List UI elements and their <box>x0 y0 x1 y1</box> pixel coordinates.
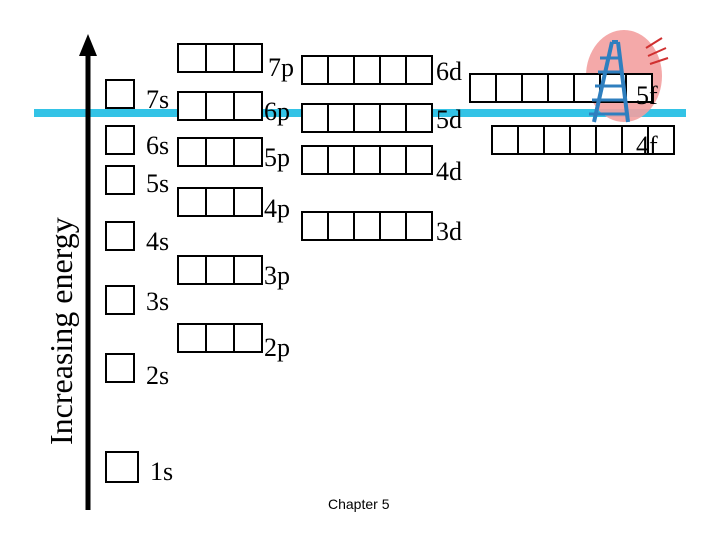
orbital-box <box>178 138 206 166</box>
orbital-box <box>574 74 600 102</box>
orbital-label: 7s <box>146 85 169 114</box>
orbital-7p: 7p <box>178 44 294 82</box>
orbital-box <box>522 74 548 102</box>
orbital-box <box>518 126 544 154</box>
orbital-box <box>548 74 574 102</box>
orbital-box <box>178 324 206 352</box>
orbital-box <box>544 126 570 154</box>
footer-text: Chapter 5 <box>328 496 390 512</box>
orbital-label: 7p <box>268 53 294 82</box>
orbital-4p: 4p <box>178 188 290 223</box>
orbital-box <box>380 146 406 174</box>
orbital-label: 3d <box>436 217 462 246</box>
orbital-box <box>178 92 206 120</box>
orbital-box <box>234 92 262 120</box>
orbital-label: 1s <box>150 457 173 486</box>
orbital-box <box>492 126 518 154</box>
orbital-5s: 5s <box>106 166 169 198</box>
orbital-5p: 5p <box>178 138 290 172</box>
orbital-label: 6p <box>264 97 290 126</box>
orbital-box <box>206 188 234 216</box>
orbital-box <box>234 188 262 216</box>
orbital-label: 3p <box>264 261 290 290</box>
orbital-box <box>302 146 328 174</box>
orbital-box <box>570 126 596 154</box>
orbital-1s: 1s <box>106 452 173 486</box>
orbital-box <box>406 104 432 132</box>
orbital-box <box>234 324 262 352</box>
orbital-box <box>302 56 328 84</box>
orbital-box <box>206 92 234 120</box>
orbital-box <box>496 74 522 102</box>
orbital-box <box>206 324 234 352</box>
orbital-box <box>106 354 134 382</box>
orbital-box <box>380 56 406 84</box>
orbital-2p: 2p <box>178 324 290 362</box>
orbital-box <box>234 138 262 166</box>
energy-axis-arrow <box>79 34 97 510</box>
orbital-label: 4f <box>636 131 658 160</box>
orbital-label: 5f <box>636 81 658 110</box>
orbital-box <box>106 80 134 108</box>
orbital-3d: 3d <box>302 212 462 246</box>
orbital-box <box>354 104 380 132</box>
orbital-box <box>106 452 138 482</box>
orbital-box <box>596 126 622 154</box>
orbital-label: 5s <box>146 169 169 198</box>
orbital-box <box>206 256 234 284</box>
orbital-box <box>178 44 206 72</box>
orbital-box <box>406 146 432 174</box>
orbital-box <box>206 138 234 166</box>
orbital-box <box>328 104 354 132</box>
orbital-box <box>106 286 134 314</box>
orbital-box <box>234 256 262 284</box>
orbital-box <box>106 126 134 154</box>
orbital-box <box>302 104 328 132</box>
orbital-label: 6s <box>146 131 169 160</box>
orbital-box <box>206 44 234 72</box>
orbital-box <box>234 44 262 72</box>
orbital-box <box>380 212 406 240</box>
orbital-4f: 4f <box>492 126 674 160</box>
orbital-box <box>380 104 406 132</box>
orbital-label: 2p <box>264 333 290 362</box>
orbital-box <box>354 212 380 240</box>
orbital-box <box>178 256 206 284</box>
orbital-3s: 3s <box>106 286 169 316</box>
axis-label: Increasing energy <box>43 217 79 445</box>
orbital-label: 4d <box>436 157 462 186</box>
orbital-6p: 6p <box>178 92 290 126</box>
orbital-box <box>178 188 206 216</box>
orbital-label: 6d <box>436 57 462 86</box>
orbital-box <box>328 146 354 174</box>
orbital-6d: 6d <box>302 56 462 86</box>
orbital-box <box>328 212 354 240</box>
orbital-box <box>106 166 134 194</box>
orbital-label: 2s <box>146 361 169 390</box>
orbital-box <box>406 56 432 84</box>
orbital-2s: 2s <box>106 354 169 390</box>
orbital-box <box>470 74 496 102</box>
orbital-label: 4p <box>264 194 290 223</box>
orbital-box <box>328 56 354 84</box>
orbital-box <box>302 212 328 240</box>
orbital-box <box>354 56 380 84</box>
orbital-5d: 5d <box>302 104 462 134</box>
orbital-label: 4s <box>146 227 169 256</box>
orbital-label: 5d <box>436 105 462 134</box>
orbital-3p: 3p <box>178 256 290 290</box>
orbital-label: 3s <box>146 287 169 316</box>
orbital-label: 5p <box>264 143 290 172</box>
orbital-box <box>406 212 432 240</box>
orbital-4d: 4d <box>302 146 462 186</box>
orbital-4s: 4s <box>106 222 169 256</box>
orbital-6s: 6s <box>106 126 169 160</box>
orbital-box <box>106 222 134 250</box>
orbital-box <box>354 146 380 174</box>
orbital-7s: 7s <box>106 80 169 114</box>
